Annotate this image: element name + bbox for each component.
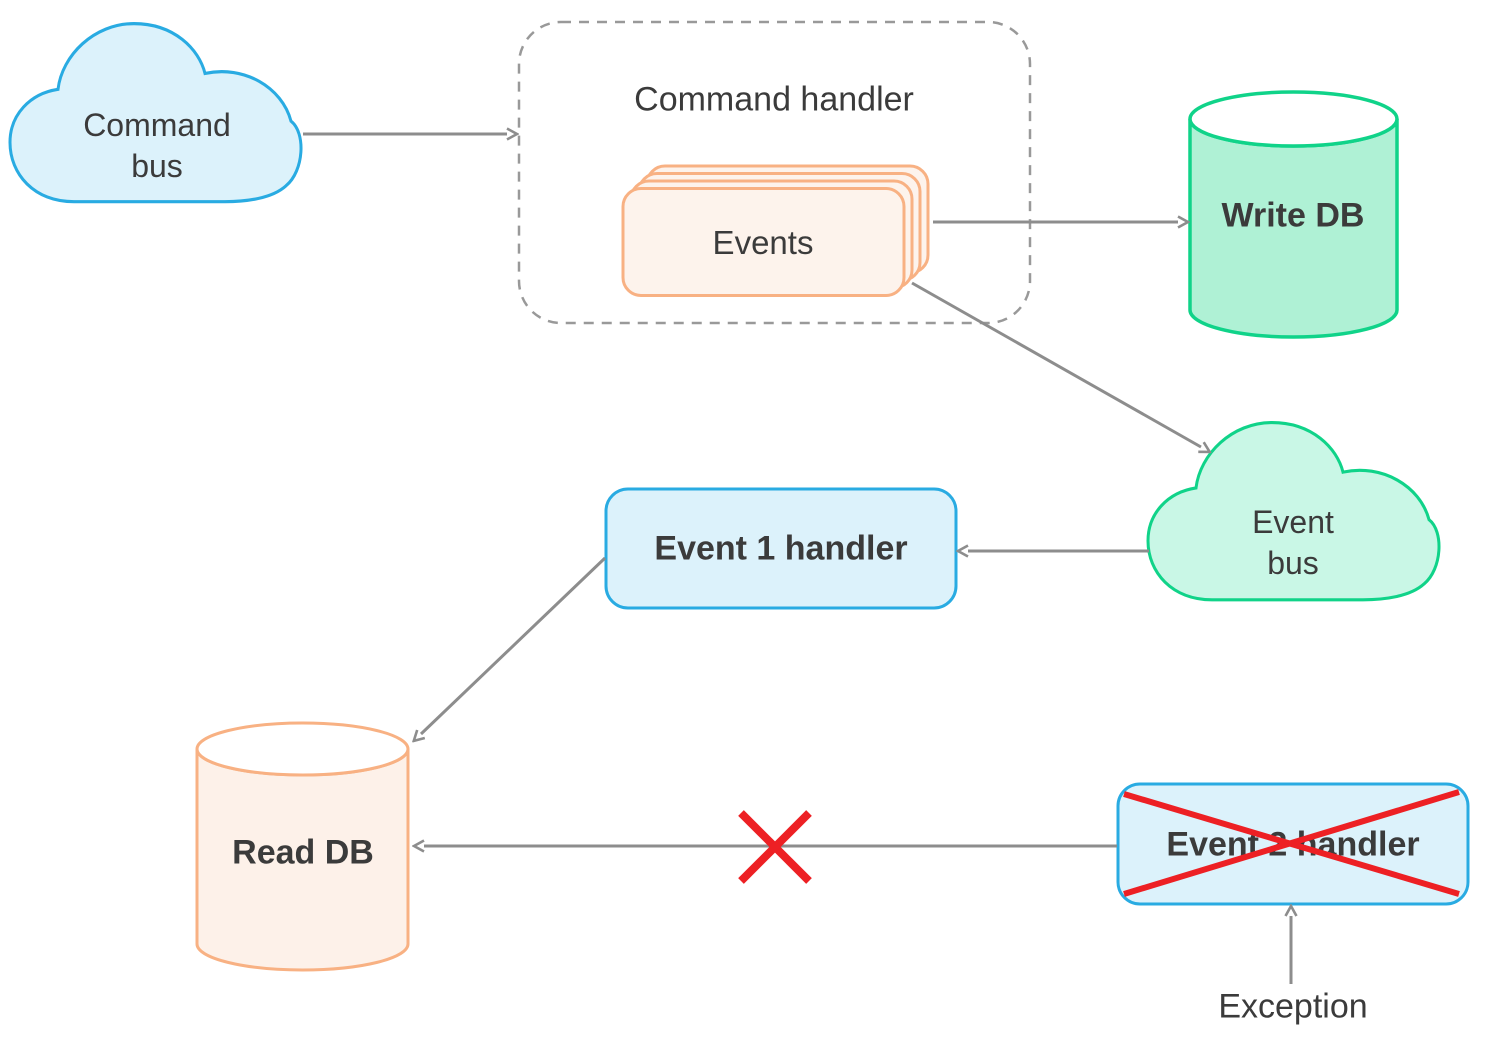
event2-handler-label: Event 2 handler [1166, 825, 1420, 864]
event-bus-label: Event bus [1252, 502, 1334, 584]
event1-handler-label: Event 1 handler [654, 529, 908, 568]
arrow-events-to-eventbus [911, 281, 1201, 447]
event-bus-label-line1: Event [1252, 504, 1334, 540]
write-db-label: Write DB [1221, 196, 1365, 235]
command-bus-label-line1: Command [83, 107, 231, 143]
arrow-event1-to-readdb [421, 556, 607, 734]
command-bus-label-line2: bus [131, 148, 183, 184]
command-bus-label: Command bus [83, 105, 231, 187]
write-db-cylinder [1188, 90, 1399, 339]
event-bus-label-line2: bus [1267, 545, 1319, 581]
command-bus-cloud [8, 22, 303, 204]
exception-label: Exception [1218, 987, 1368, 1026]
events-label: Events [712, 224, 814, 261]
command-handler-box [517, 20, 1032, 325]
event-bus-cloud [1146, 420, 1441, 602]
write-db-cylinder-top [1188, 90, 1399, 148]
events-card-1 [621, 187, 906, 297]
read-db-cylinder [195, 721, 410, 972]
read-db-label: Read DB [232, 833, 374, 872]
command-handler-title: Command handler [634, 80, 914, 119]
read-db-cylinder-top [195, 721, 410, 777]
events-stack [621, 164, 930, 297]
